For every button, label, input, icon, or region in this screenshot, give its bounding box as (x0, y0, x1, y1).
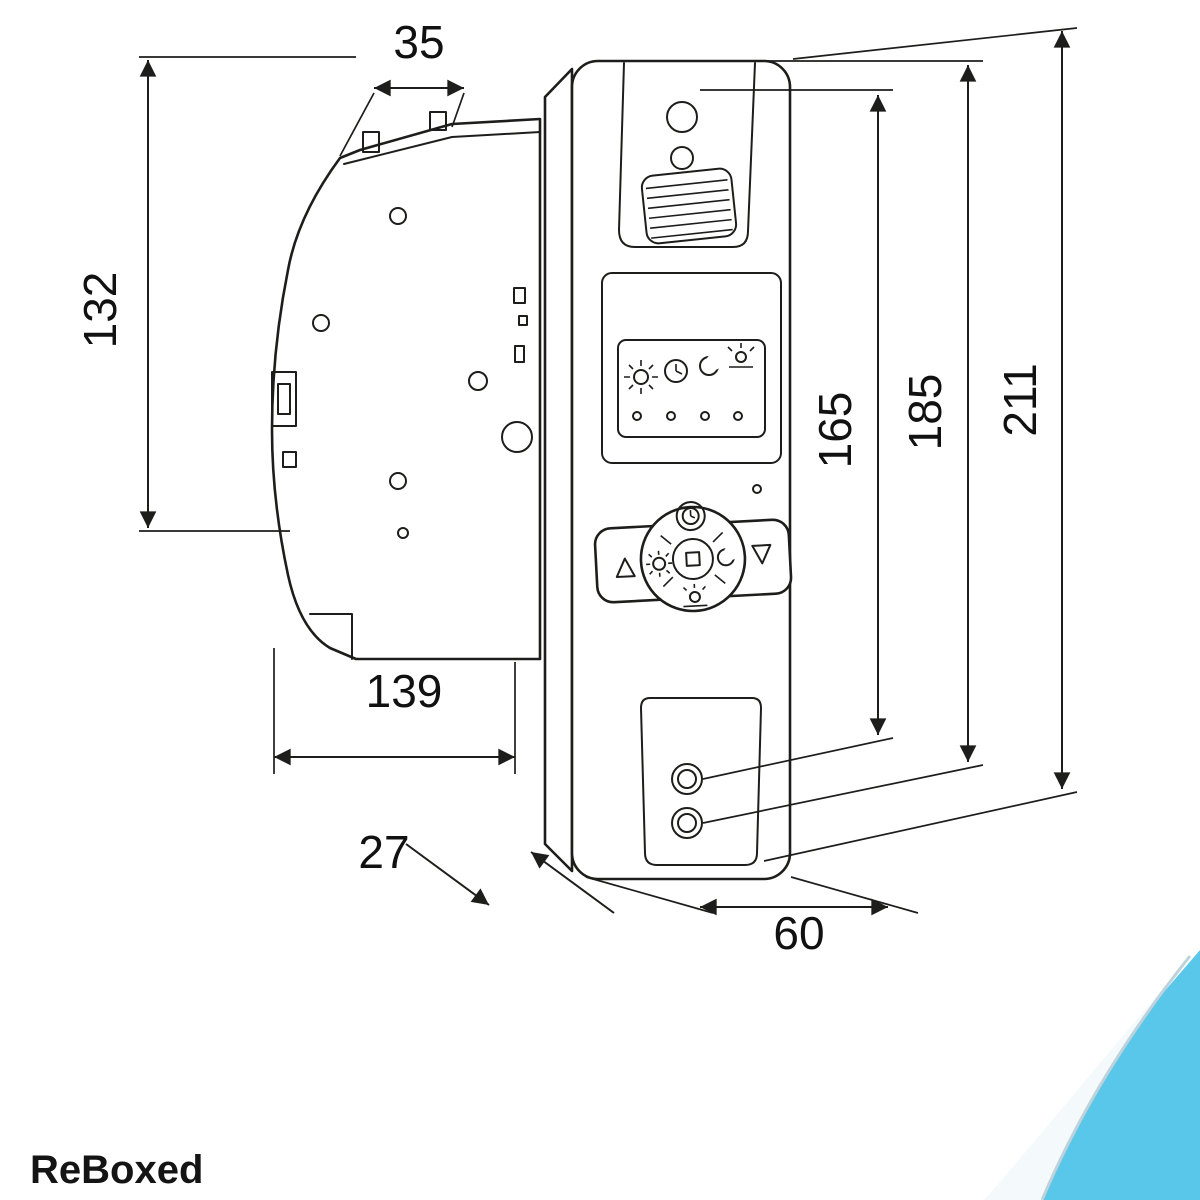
screw-hole (389, 472, 407, 490)
dim-label-211: 211 (994, 363, 1046, 436)
moon-key-icon (716, 546, 738, 567)
dim-label-185: 185 (899, 374, 951, 451)
fixing-button-top (671, 763, 703, 795)
screw-hole (389, 207, 407, 225)
top-subpanel (618, 62, 756, 248)
lower-plate-outline (640, 697, 762, 866)
display-dot (700, 411, 710, 421)
dimension-panel-width: 60 (585, 876, 919, 959)
side-connector-inner (277, 383, 291, 415)
dim-label-27: 27 (358, 826, 409, 878)
dim-label-139: 139 (366, 665, 443, 717)
display-dot (733, 411, 743, 421)
sensor-hole-top (666, 101, 698, 133)
display-section (601, 272, 782, 464)
belt-ribs (640, 167, 738, 245)
sunset-icon (727, 343, 755, 368)
dimension-height-inner: 165 (700, 89, 894, 780)
dimension-height-mid: 185 (702, 60, 984, 824)
lower-plate (640, 697, 762, 866)
dimension-height-total: 211 (763, 27, 1078, 862)
pad-separators (660, 531, 726, 588)
screw-hole (468, 371, 488, 391)
dusk-key-icon (682, 583, 708, 608)
dim-label-132: 132 (74, 272, 126, 349)
terminal-block (514, 345, 525, 363)
sun-icon (624, 360, 658, 394)
terminal-block (518, 315, 528, 326)
display-dot (632, 411, 642, 421)
up-triangle-icon (615, 557, 636, 579)
screw-hole (312, 314, 330, 332)
reboxed-logo: ReBoxed (30, 1148, 203, 1192)
front-panel (543, 59, 793, 881)
bottom-step (309, 613, 353, 660)
side-connector (271, 371, 297, 427)
page-curl-fold (985, 956, 1190, 1200)
down-triangle-icon (751, 543, 772, 565)
belt-rib-frame (640, 167, 738, 245)
belt-rib-lines (645, 179, 733, 239)
panel-side-face (543, 67, 574, 873)
top-tab-left (362, 131, 380, 153)
moon-icon (699, 354, 722, 376)
stop-button (671, 538, 714, 581)
dim-label-35: 35 (393, 16, 444, 68)
fixing-button-top-inner (677, 769, 697, 789)
stop-icon (685, 551, 701, 567)
fixing-button-bottom-inner (677, 813, 697, 833)
top-tab-right (429, 111, 447, 131)
belt-outlet-section (618, 62, 756, 248)
led-dot (752, 484, 762, 494)
control-pad (593, 501, 793, 613)
panel-front-face (570, 59, 792, 881)
dimension-left-height: 132 (74, 56, 356, 532)
screw-hole (397, 527, 409, 539)
dimension-bottom-width: 139 (273, 648, 516, 774)
top-face-inner-edge (343, 131, 541, 165)
display-dot (666, 411, 676, 421)
side-connector-lower (282, 451, 297, 468)
timer-button (675, 501, 706, 532)
dimension-lower-depth: 27 (358, 826, 615, 914)
page-curl (985, 950, 1200, 1200)
display-screen (617, 339, 766, 438)
display-bezel (601, 272, 782, 464)
side-view-body (270, 111, 542, 661)
shaft-hole (501, 421, 533, 453)
sun-key-icon (646, 550, 673, 577)
terminal-block (513, 287, 526, 304)
sensor-hole-bottom (670, 146, 694, 170)
dimension-top-depth: 35 (339, 16, 465, 157)
clock-icon (664, 359, 688, 383)
page-curl-fold-edge (1040, 955, 1192, 1200)
side-view-outline (270, 117, 542, 661)
fixing-button-bottom (671, 807, 703, 839)
dim-label-165: 165 (809, 392, 861, 469)
dim-label-60: 60 (773, 907, 824, 959)
